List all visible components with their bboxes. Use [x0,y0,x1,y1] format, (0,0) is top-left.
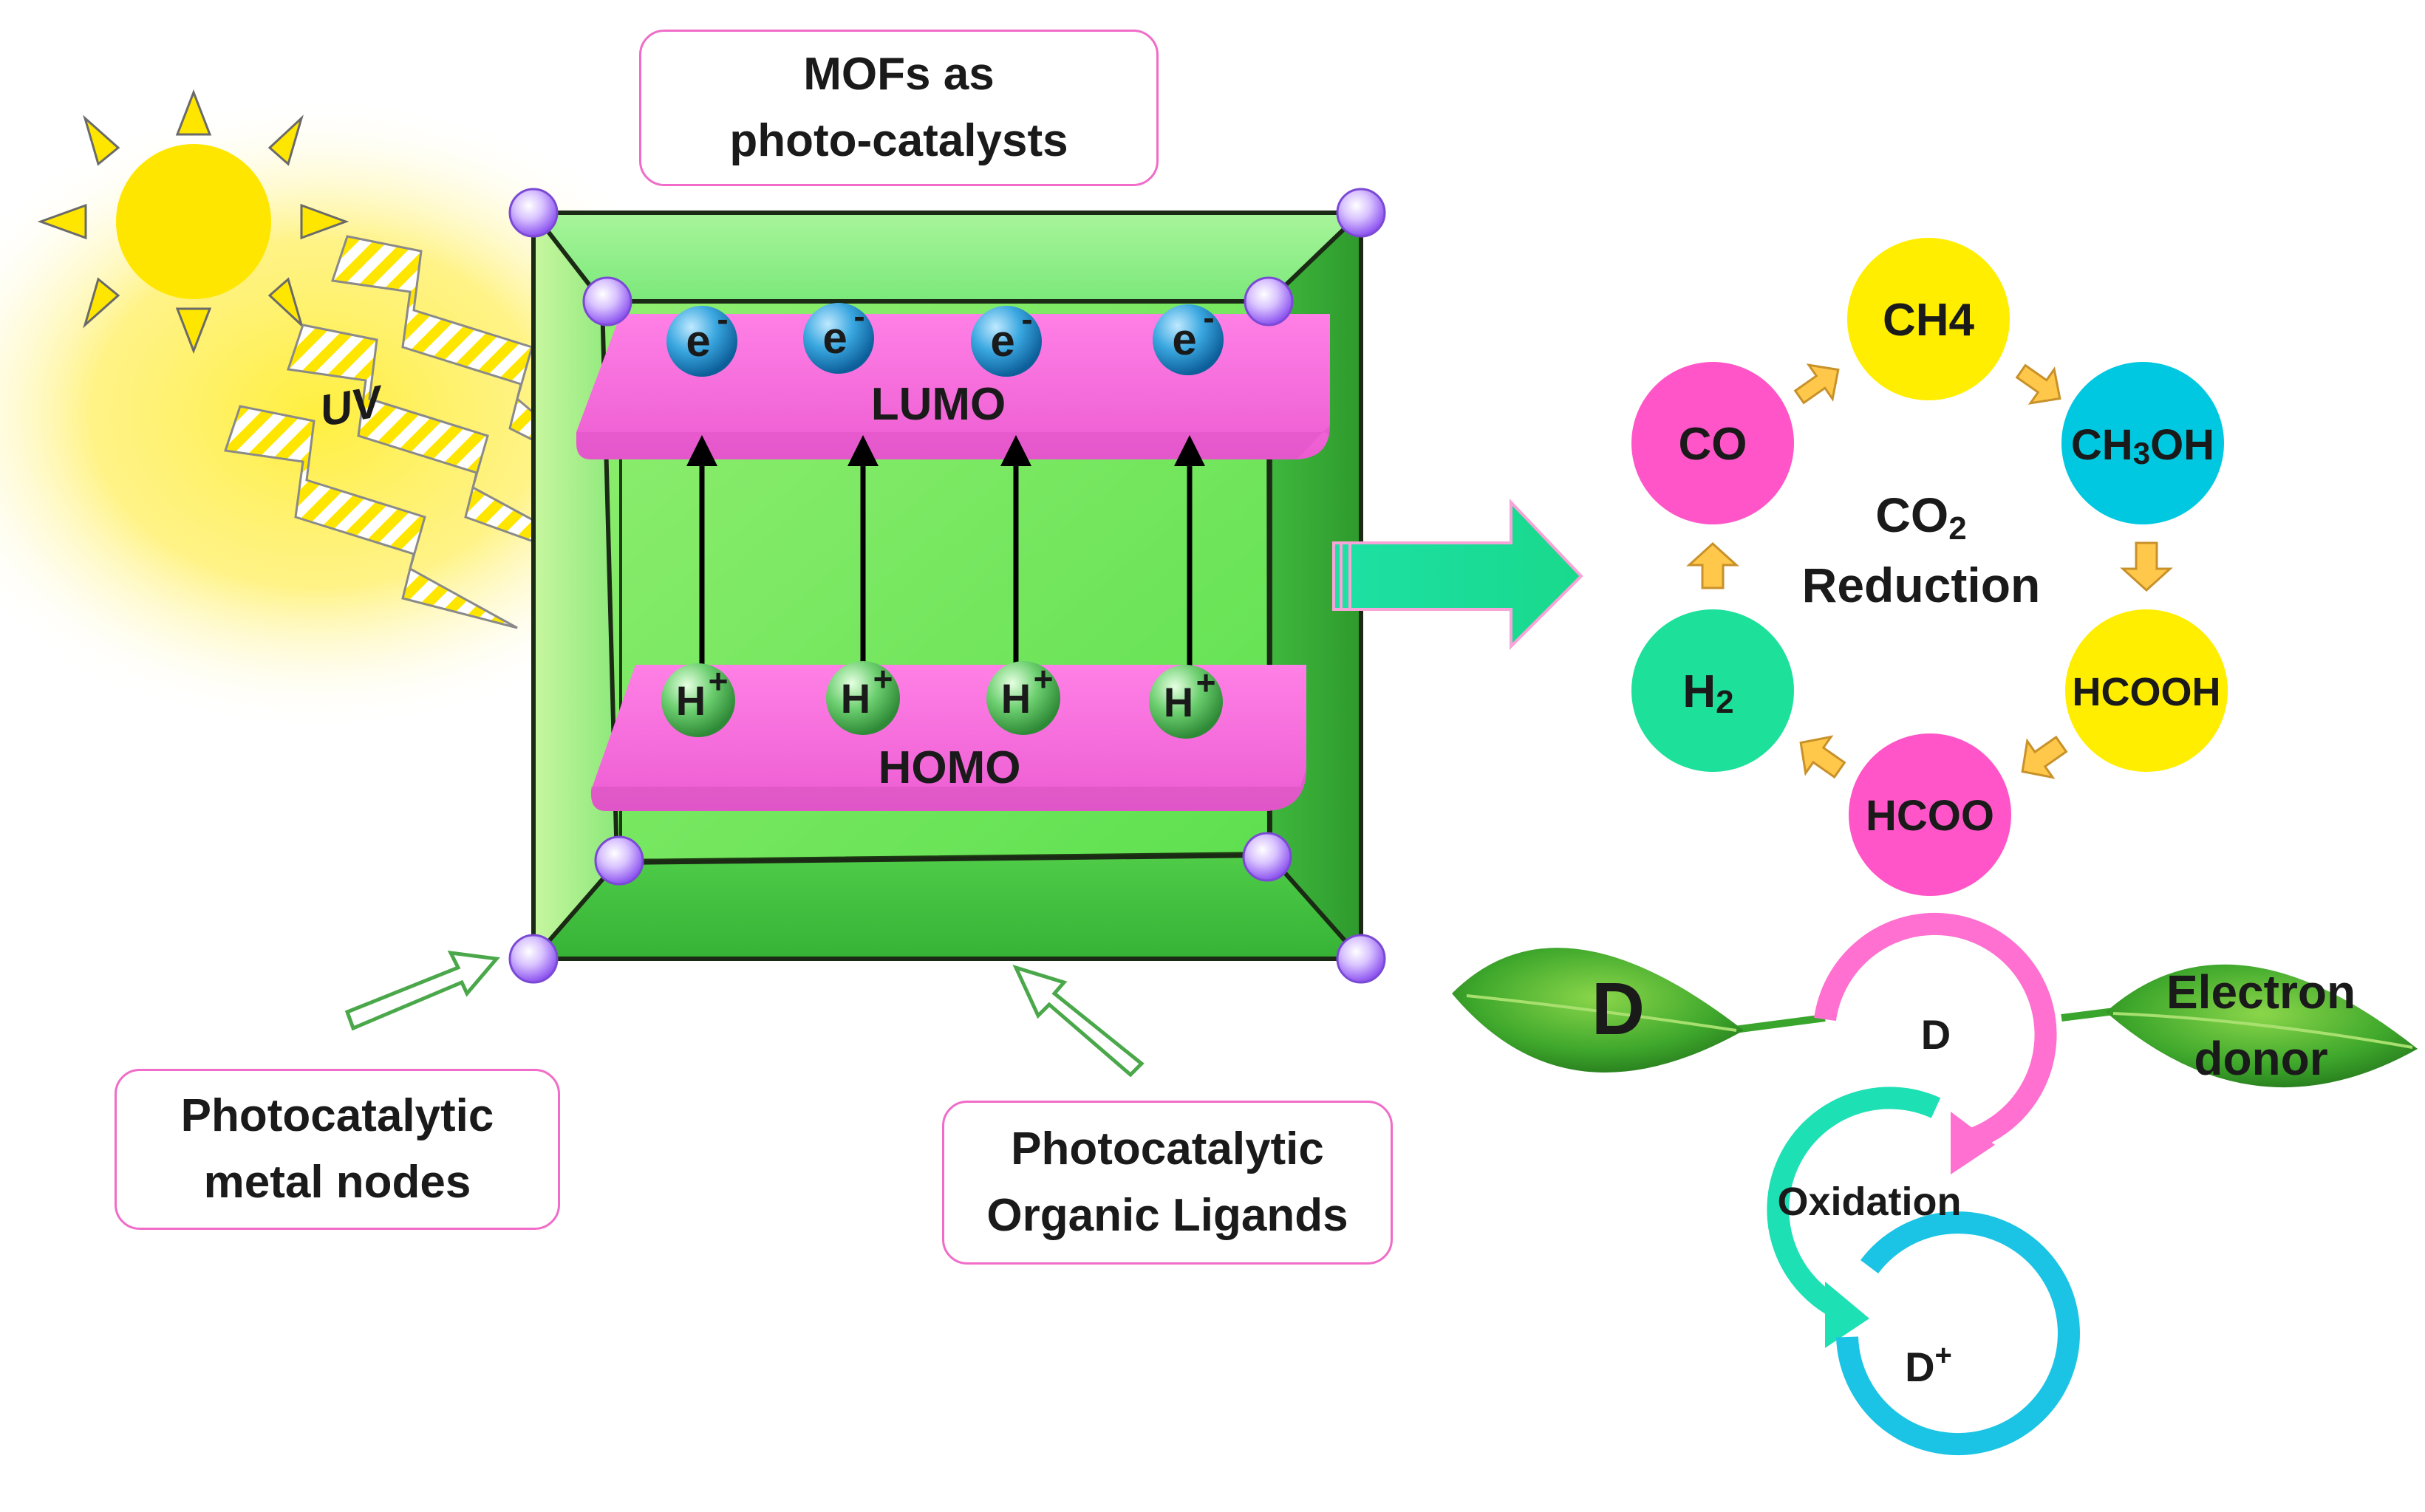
organic-ligands-box: Photocatalytic Organic Ligands [942,1101,1393,1265]
metal-node-pointer-arrow [344,950,500,1031]
svg-text:e: e [990,316,1014,366]
leaf-right-label-line1: Electron [2166,965,2356,1019]
svg-text:HCOO: HCOO [1866,792,1994,840]
ligand-pointer-arrow [1012,964,1145,1078]
svg-text:HCOOH: HCOOH [2073,670,2221,714]
svg-text:H: H [676,677,706,724]
metal-node [508,188,559,238]
title-line1: MOFs as [803,49,995,100]
cycle-arrow-icon [1686,363,2173,779]
homo-label: HOMO [879,742,1021,793]
mof-bottom-face [533,855,1361,959]
metal-node [582,276,632,326]
svg-text:CH3OH: CH3OH [2071,421,2214,471]
hole-3: H + [986,660,1060,735]
leaf-left-label: D [1592,968,1645,1050]
product-ch3oh: CH3OH [2061,362,2224,524]
metal-node [594,835,644,886]
uv-label: UV [316,376,389,436]
metal-node [1242,832,1292,882]
svg-text:Reduction: Reduction [1802,558,2041,612]
svg-text:+: + [873,660,893,698]
organic-ligands-line2: Organic Ligands [986,1190,1348,1241]
product-ch4: CH4 [1847,238,2010,400]
svg-text:H: H [1164,679,1193,725]
svg-text:H: H [841,675,870,722]
metal-node [1244,276,1294,326]
metal-node [1336,934,1386,984]
metal-nodes-line1: Photocatalytic [180,1090,494,1141]
svg-text:CO: CO [1679,419,1747,470]
svg-text:+: + [709,662,729,700]
hole-2: H + [826,660,900,735]
electron-4: e - [1153,298,1224,375]
hole-4: H + [1149,663,1223,739]
svg-text:-: - [717,300,728,338]
oxidation-cycle [1767,912,2080,1456]
product-h2: H2 [1631,609,1794,772]
metal-nodes-line2: metal nodes [203,1157,471,1208]
oxidation-label: Oxidation [1777,1180,1961,1224]
output-arrow [1332,498,1583,650]
leaf-icon [1452,948,1826,1073]
oxidized-ring [1836,1211,2080,1456]
svg-text:e: e [822,313,847,363]
product-hcooh: HCOOH [2065,609,2228,772]
lumo-band [576,314,1330,459]
co2-reduction-label: CO2 Reduction [1802,488,2041,612]
leaf-icon [2061,964,2418,1088]
metal-node [1336,188,1386,238]
oxidation-ring [1767,1087,1941,1321]
svg-text:H: H [1001,675,1031,722]
svg-text:+: + [1034,660,1054,698]
svg-text:-: - [1021,300,1032,338]
svg-text:+: + [1196,663,1216,702]
svg-text:e: e [1172,315,1196,364]
electron-1: e - [666,300,737,377]
donor-ring [1814,912,2057,1152]
excitation-arrows [686,435,1205,668]
sun-icon [37,89,349,355]
hole-1: H + [661,662,735,737]
d-plus-label: D+ [1905,1339,1952,1390]
lumo-label: LUMO [871,379,1006,430]
organic-ligands-line1: Photocatalytic [1011,1123,1324,1174]
metal-nodes [508,188,1386,984]
title-line2: photo-catalysts [729,115,1068,166]
electron-3: e - [971,300,1042,377]
title-box: MOFs as photo-catalysts [639,30,1159,186]
svg-text:-: - [853,297,864,335]
metal-node [508,934,559,984]
product-hcoo: HCOO [1849,733,2011,896]
product-co: CO [1631,362,1794,524]
leaf-right-label-line2: donor [2194,1032,2327,1085]
svg-text:H2: H2 [1682,666,1733,720]
homo-band [591,665,1306,811]
svg-text:CH4: CH4 [1883,295,1975,346]
mof-top-face [533,213,1361,301]
metal-nodes-box: Photocatalytic metal nodes [115,1069,560,1230]
svg-text:e: e [686,316,710,366]
svg-text:CO2: CO2 [1875,488,1966,547]
svg-text:-: - [1203,298,1214,337]
donor-d-label: D [1921,1011,1951,1058]
electron-2: e - [803,297,874,374]
